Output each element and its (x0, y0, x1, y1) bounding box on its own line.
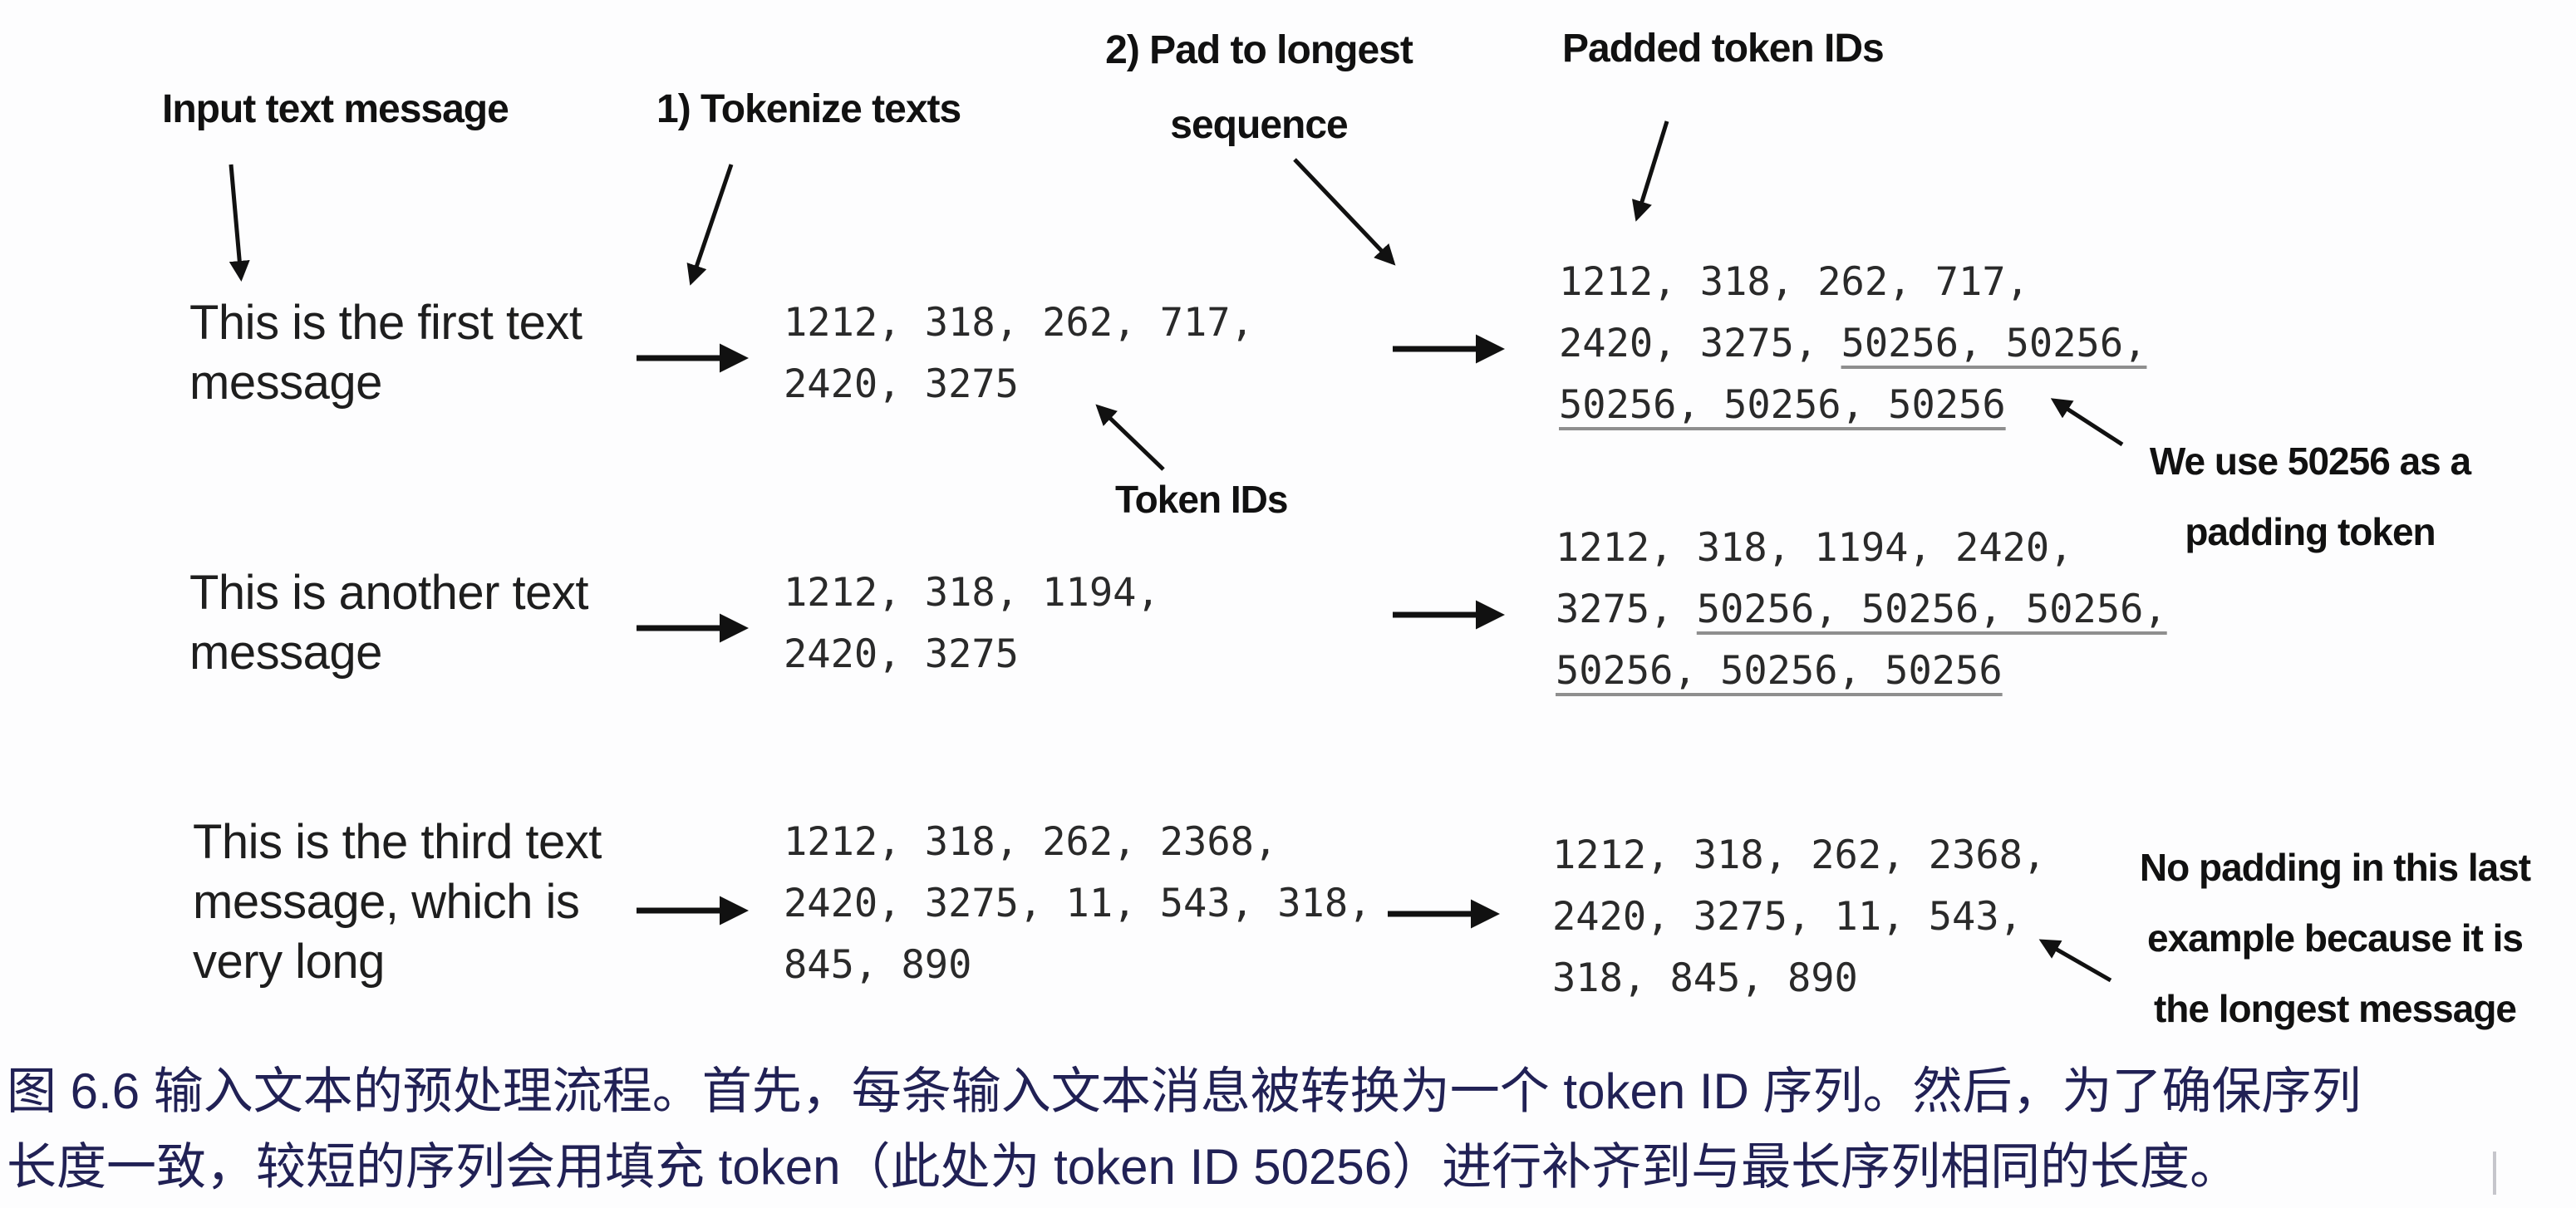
arrow-tokenize-label-to-ids (686, 164, 734, 286)
token-run: 1212, 318, 262, 717, (1559, 259, 2029, 305)
note-padding-token: We use 50256 as a padding token (2149, 439, 2471, 553)
caption-line-2: 长度一致，较短的序列会用填充 token（此处为 token ID 50256）… (7, 1139, 2240, 1195)
arrow-no-padding-note-callout (2038, 939, 2112, 983)
label-tokenize-texts: 1) Tokenize texts (656, 87, 961, 131)
padded-token-line: 1212, 318, 1194, 2420, (1556, 518, 2167, 579)
arrow-input-label-to-message (229, 164, 250, 282)
arrow-padding-note-callout (2050, 398, 2124, 447)
token-run: 318, 845, 890 (1552, 955, 1858, 1001)
padding-token-run: 50256, 50256, 50256 (1556, 648, 2003, 694)
token-run: 1212, 318, 262, 2368, (1552, 832, 2047, 878)
token-run: 3275, (1556, 587, 1697, 632)
padded-token-line: 1212, 318, 262, 2368, (1552, 825, 2046, 886)
padded-token-line: 2420, 3275, 11, 543, (1552, 886, 2046, 948)
input-message-3: This is the third text message, which is… (193, 815, 602, 989)
padding-token-run: 50256, 50256, 50256 (1559, 382, 2006, 428)
token-ids-1: 1212, 318, 262, 717, 2420, 3275 (784, 300, 1254, 407)
padded-token-line: 50256, 50256, 50256 (1556, 641, 2167, 702)
padded-token-ids-3: 1212, 318, 262, 2368, 2420, 3275, 11, 543… (1552, 825, 2046, 1009)
arrow-padded-label-to-ids (1631, 120, 1669, 222)
arrow-token-ids-callout (1095, 404, 1165, 471)
padded-token-line: 318, 845, 890 (1552, 948, 2046, 1009)
padding-token-run: 50256, 50256, (1841, 321, 2147, 366)
padded-token-line: 50256, 50256, 50256 (1559, 375, 2146, 436)
label-input-text-message: Input text message (162, 87, 509, 131)
text-cursor (2493, 1152, 2496, 1195)
padded-token-line: 1212, 318, 262, 717, (1559, 252, 2146, 313)
padded-token-ids-1: 1212, 318, 262, 717, 2420, 3275, 50256, 5… (1559, 252, 2146, 436)
label-token-ids: Token IDs (1115, 478, 1288, 521)
input-message-2: This is another text message (189, 566, 589, 680)
token-run: 2420, 3275, 11, 543, (1552, 894, 2023, 940)
padded-token-line: 3275, 50256, 50256, 50256, (1556, 579, 2167, 641)
padded-token-ids-2: 1212, 318, 1194, 2420, 3275, 50256, 50256… (1556, 518, 2167, 702)
padding-token-run: 50256, 50256, 50256, (1696, 587, 2167, 632)
token-ids-3: 1212, 318, 262, 2368, 2420, 3275, 11, 54… (784, 819, 1372, 988)
token-run: 1212, 318, 1194, 2420, (1556, 525, 2073, 571)
token-run: 2420, 3275, (1559, 321, 1841, 366)
token-ids-2: 1212, 318, 1194, 2420, 3275 (784, 570, 1160, 677)
figure-caption: 图 6.6 输入文本的预处理流程。首先，每条输入文本消息被转换为一个 token… (7, 1053, 2576, 1205)
input-message-1: This is the first text message (189, 296, 583, 410)
label-padded-token-ids: Padded token IDs (1562, 27, 1885, 71)
note-no-padding: No padding in this last example because … (2139, 846, 2531, 1030)
arrow-pad-label-to-padded (1293, 158, 1396, 266)
padded-token-line: 2420, 3275, 50256, 50256, (1559, 313, 2146, 375)
label-pad-to-longest: 2) Pad to longest sequence (1105, 28, 1413, 147)
caption-line-1: 图 6.6 输入文本的预处理流程。首先，每条输入文本消息被转换为一个 token… (7, 1063, 2362, 1119)
